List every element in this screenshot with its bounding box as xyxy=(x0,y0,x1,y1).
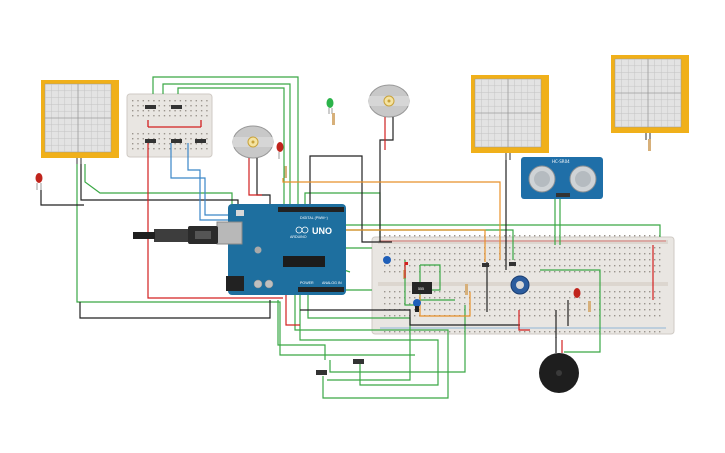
capacitor-blue[interactable] xyxy=(413,299,421,307)
led-red-motor[interactable] xyxy=(276,142,284,159)
led-red-board[interactable] xyxy=(573,288,581,298)
square-sensor-icon xyxy=(475,79,541,147)
mini-breadboard[interactable] xyxy=(126,93,213,158)
usb-cable[interactable] xyxy=(133,226,218,244)
led-red-left[interactable] xyxy=(35,173,43,190)
ic-chip[interactable]: 555 xyxy=(412,282,432,294)
force-sensor-left[interactable] xyxy=(41,80,119,164)
resistor[interactable] xyxy=(284,166,287,178)
potentiometer[interactable] xyxy=(510,275,530,295)
power-label: POWER xyxy=(300,281,314,285)
reset-button[interactable] xyxy=(236,210,244,216)
usb-port[interactable] xyxy=(216,221,243,245)
svg-text:555: 555 xyxy=(418,287,424,291)
square-sensor-icon xyxy=(615,59,681,127)
resistor[interactable] xyxy=(332,113,335,125)
resistor[interactable] xyxy=(648,139,651,151)
pushbutton[interactable] xyxy=(316,370,327,375)
resistor[interactable] xyxy=(465,284,468,295)
microcontroller-chip xyxy=(283,256,325,267)
mini-breadboard-holes xyxy=(132,100,208,150)
analog-label: ANALOG IN xyxy=(322,281,342,285)
capacitor-blue[interactable] xyxy=(383,256,391,264)
piezo-buzzer[interactable] xyxy=(539,337,579,393)
square-sensor-icon xyxy=(45,84,111,152)
dc-motor-right[interactable] xyxy=(368,84,410,125)
force-sensor-right[interactable] xyxy=(611,55,689,140)
brand-label: ARDUINO xyxy=(290,235,307,239)
led-green[interactable] xyxy=(326,98,334,114)
digital-label: DIGITAL (PWM~) xyxy=(300,216,328,220)
model-label: UNO xyxy=(312,226,332,236)
wires xyxy=(40,76,661,399)
pushbutton[interactable] xyxy=(353,359,364,364)
force-sensor-middle[interactable] xyxy=(471,75,549,160)
ultrasonic-label: HC-SR04 xyxy=(552,159,570,164)
arduino-uno[interactable]: DIGITAL (PWM~) POWER ANALOG IN UNO ARDUI… xyxy=(216,204,346,295)
dc-motor-left[interactable] xyxy=(232,125,274,166)
ultrasonic-sensor[interactable]: HC-SR04 xyxy=(521,157,603,199)
pushbuttons xyxy=(316,359,364,375)
power-jack[interactable] xyxy=(226,276,244,291)
resistor[interactable] xyxy=(588,301,591,312)
